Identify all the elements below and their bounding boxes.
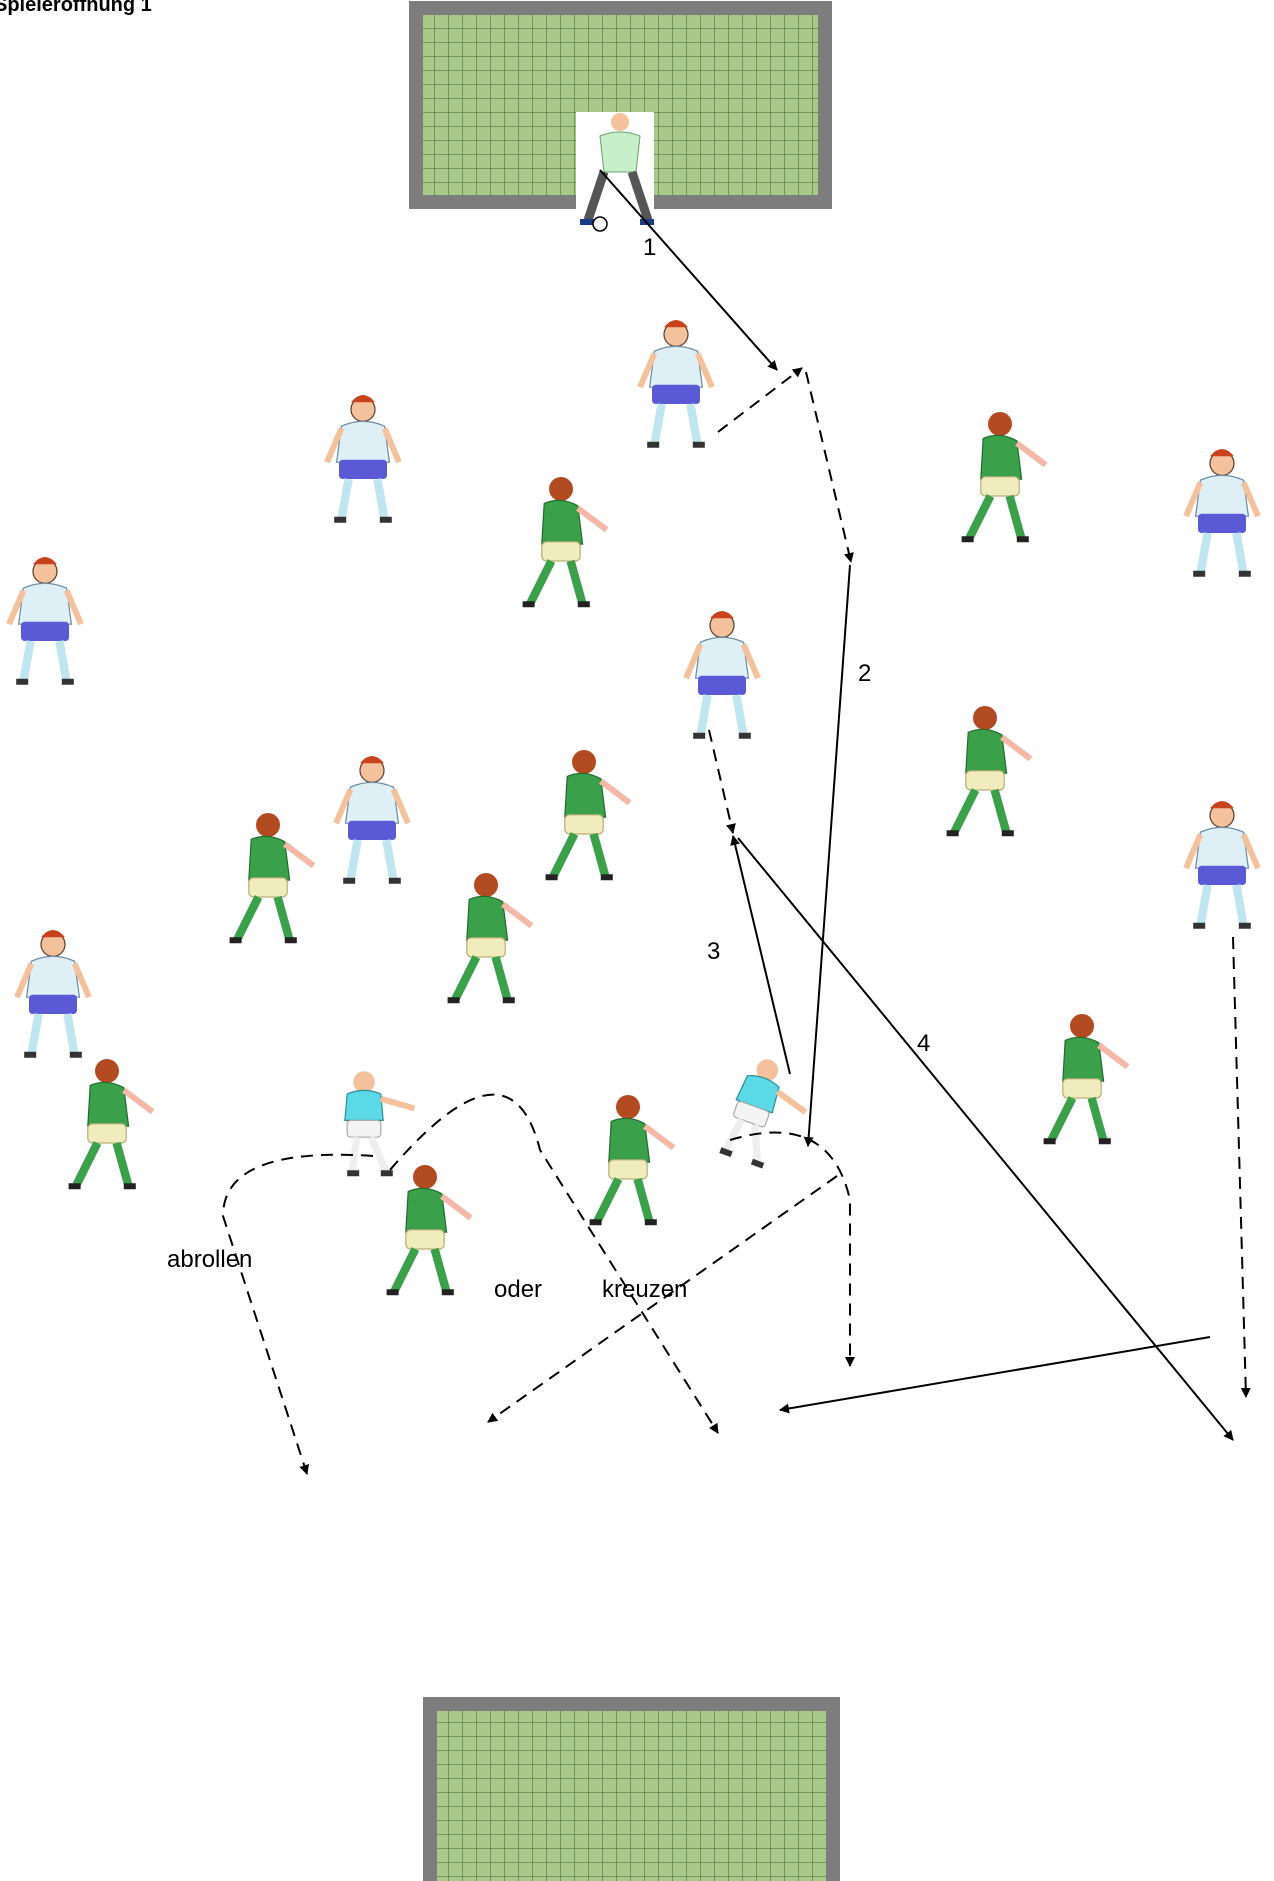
pass-4 [737,837,1234,1441]
run-loop-right [729,1131,855,1367]
run-kreuzen [389,1093,719,1434]
goalkeeper [576,112,654,232]
ball-icon [592,216,608,232]
kreuzen-label: kreuzen [602,1276,687,1303]
abrollen-label: abrollen [167,1246,252,1273]
pass-3 [730,835,791,1075]
run-a [717,367,803,433]
step-4-label: 4 [917,1030,930,1057]
player-light [1186,801,1258,926]
pass-2 [803,564,851,1147]
oder-label: oder [494,1276,542,1303]
player-light [686,611,758,736]
run-abrollen [221,1153,374,1475]
player-green [448,873,532,1000]
pass-return [779,1336,1211,1414]
player-green [387,1165,471,1292]
page-title: Spieleröffnung 1 [0,0,152,16]
run-b [805,371,854,563]
player-green [947,706,1031,833]
player-light [17,930,89,1055]
run-right [1232,936,1251,1398]
player-light [9,557,81,682]
step-1-label: 1 [643,234,656,261]
player-light [327,395,399,520]
top-goal [409,1,832,209]
player-green [230,813,314,940]
player-light [1186,449,1258,574]
pass-1 [599,169,778,371]
player-green [1044,1014,1128,1141]
player-light [640,320,712,445]
bottom-goal [423,1697,840,1881]
run-diagonal [487,1175,838,1423]
step-3-label: 3 [707,938,720,965]
pass-lines [599,169,1234,1441]
step-2-label: 2 [858,660,871,687]
player-green [546,750,630,877]
player-striker [718,1053,818,1173]
run-c [708,729,736,834]
player-light [336,756,408,881]
player-striker [345,1071,415,1173]
player-green [590,1095,674,1222]
player-green [962,412,1046,539]
run-lines [221,367,1251,1475]
player-green [69,1059,153,1186]
player-green [523,477,607,604]
